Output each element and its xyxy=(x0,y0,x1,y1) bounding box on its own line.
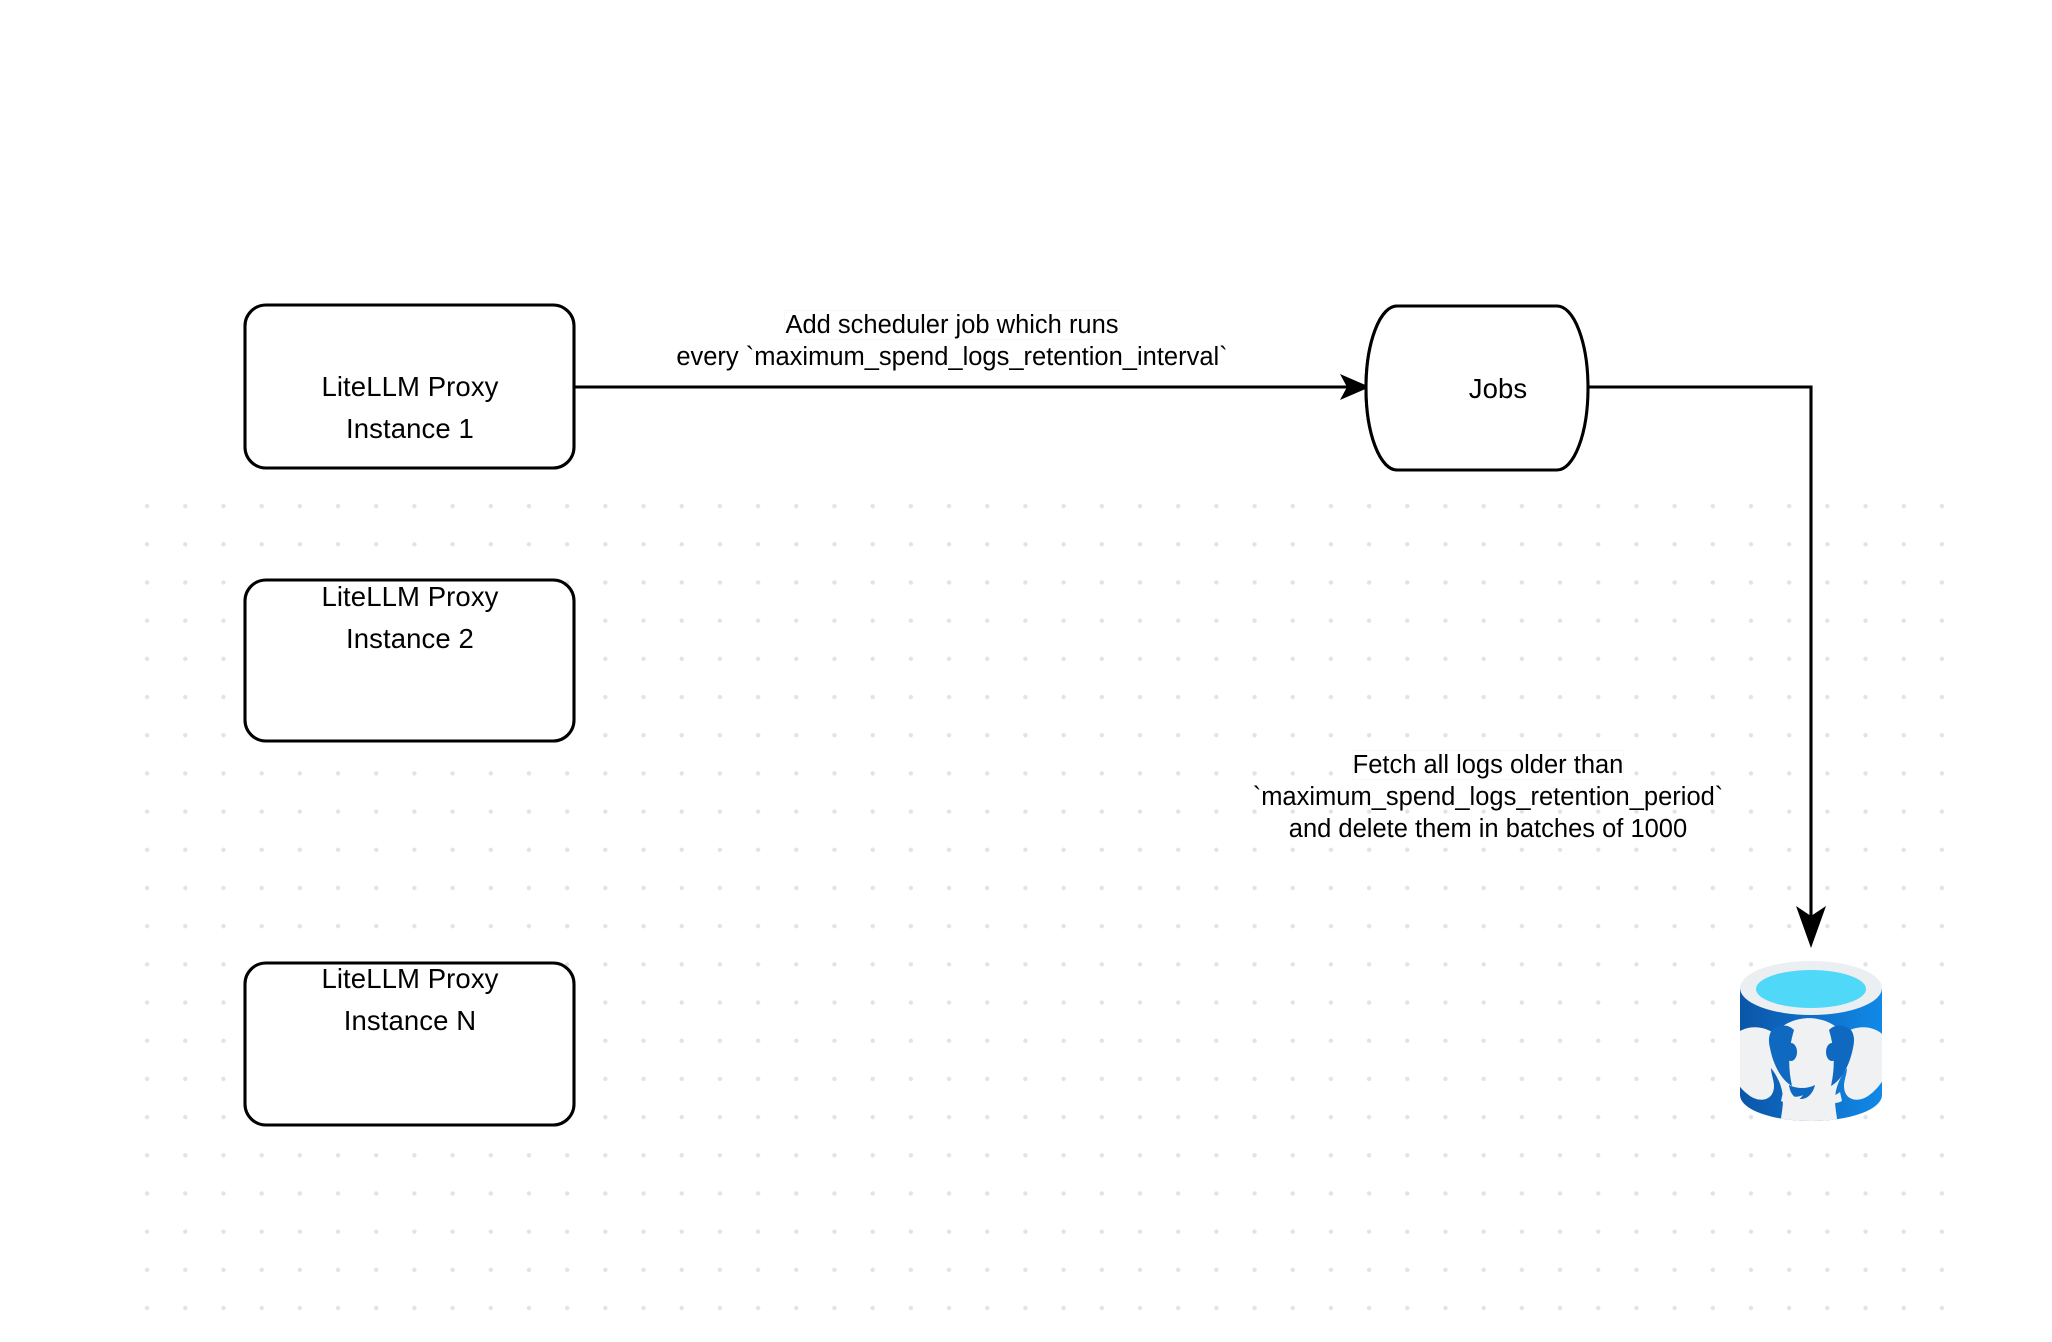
edge-line-fetch xyxy=(1588,385,1813,921)
node-postgres-database-icon[interactable] xyxy=(1727,961,1891,1143)
node-instance-1[interactable] xyxy=(243,303,576,470)
node-instance-2[interactable] xyxy=(243,578,576,743)
node-jobs-cylinder[interactable] xyxy=(1364,304,1590,472)
edge-label-fetch-line1: Fetch all logs older than xyxy=(1352,751,1624,779)
instance-1-line1: LiteLLM Proxy xyxy=(321,371,499,402)
instance-n-line1: LiteLLM Proxy xyxy=(321,963,499,994)
postgres-elephant-icon xyxy=(1740,1018,1882,1121)
instance-2-line1: LiteLLM Proxy xyxy=(321,581,499,612)
postgres-elephant-tusks xyxy=(1781,1092,1842,1103)
edge-label-scheduler-line1: Add scheduler job which runs xyxy=(785,311,1119,339)
edge-label-scheduler-line2: every `maximum_spend_logs_retention_inte… xyxy=(676,343,1228,371)
edge-label-fetch: Fetch all logs older than `maximum_spend_… xyxy=(1240,749,1736,845)
instance-2-line2: Instance 2 xyxy=(346,623,474,654)
node-label-jobs: Jobs xyxy=(1468,373,1528,404)
postgres-elephant-detail xyxy=(1768,1025,1855,1099)
arrow-head-icon-postgres xyxy=(1796,906,1826,948)
edge-instance1-to-jobs xyxy=(574,374,1370,400)
postgres-top-liquid xyxy=(1756,970,1866,1008)
edge-label-fetch-line3: and delete them in batches of 1000 xyxy=(1288,815,1688,843)
edge-label-scheduler: Add scheduler job which runs every `maxim… xyxy=(588,309,1316,373)
edge-jobs-to-postgres xyxy=(1588,385,1826,948)
edge-label-fetch-line2: `maximum_spend_logs_retention_period` xyxy=(1252,783,1724,811)
arrow-head-icon-jobs xyxy=(1340,374,1370,400)
instance-1-line2: Instance 1 xyxy=(346,413,474,444)
instance-n-line2: Instance N xyxy=(343,1005,477,1036)
node-instance-n[interactable] xyxy=(243,961,576,1127)
